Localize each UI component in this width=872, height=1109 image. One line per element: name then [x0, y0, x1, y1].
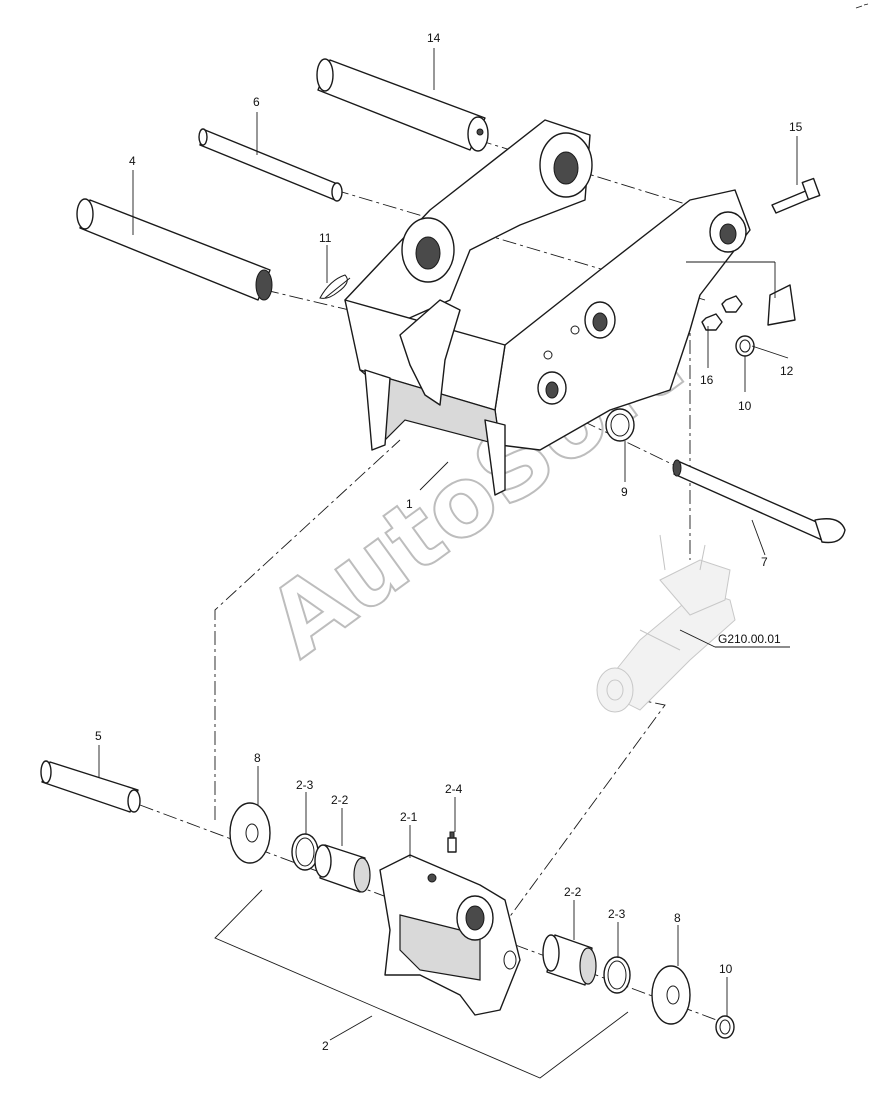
- callout-6: 6: [253, 95, 260, 109]
- callout-4: 4: [129, 154, 136, 168]
- clip-pin-11: [319, 274, 351, 299]
- callout-1: 1: [406, 497, 413, 511]
- hydraulic-cylinder-ghost: [596, 534, 736, 713]
- bolt-15: [771, 177, 821, 214]
- bushing-2-2-right: [542, 934, 597, 986]
- callout-2-2-left: 2-2: [331, 793, 349, 807]
- callout-11: 11: [319, 231, 332, 245]
- pin-7: [672, 459, 846, 544]
- ring-2-3-right: [603, 956, 631, 994]
- pin-4: [76, 198, 273, 301]
- pin-6: [198, 128, 343, 202]
- callout-10-bottom: 10: [719, 962, 733, 976]
- callout-2-3-left: 2-3: [296, 778, 314, 792]
- snap-ring-10-top: [735, 335, 755, 357]
- callout-8-right: 8: [674, 911, 681, 925]
- pin-14: [316, 58, 489, 152]
- quick-coupler-frame: [344, 119, 751, 496]
- washer-8-right: [651, 965, 691, 1025]
- leader-lines: [98, 48, 798, 1079]
- callout-2-3-right: 2-3: [608, 907, 626, 921]
- callout-2-4: 2-4: [445, 782, 463, 796]
- callout-2: 2: [322, 1039, 329, 1053]
- bushing-2-2-left: [314, 844, 371, 893]
- callout-2-2-right: 2-2: [564, 885, 582, 899]
- callout-reference: G210.00.01: [718, 632, 781, 646]
- grease-fitting-2-4: [447, 831, 457, 853]
- ring-9: [605, 408, 635, 442]
- callout-10-top: 10: [738, 399, 752, 413]
- snap-ring-10-bottom: [715, 1015, 735, 1039]
- callout-8-left: 8: [254, 751, 261, 765]
- callout-15: 15: [789, 120, 803, 134]
- callout-labels: 14 6 4 11 15 16 10 12 9 1 7 G210.00.01 5…: [95, 31, 803, 1053]
- callout-9: 9: [621, 485, 628, 499]
- corner-mark: [855, 3, 869, 9]
- nuts-16: [701, 295, 743, 331]
- callout-5: 5: [95, 729, 102, 743]
- link-body-2-1: [379, 854, 521, 1016]
- washer-8-left: [229, 802, 271, 864]
- callout-12: 12: [780, 364, 794, 378]
- ring-2-3-left: [291, 833, 319, 871]
- callout-14: 14: [427, 31, 441, 45]
- callout-2-1: 2-1: [400, 810, 418, 824]
- washer-plate-12: [767, 284, 796, 326]
- callout-16: 16: [700, 373, 714, 387]
- pin-5: [40, 760, 141, 813]
- callout-7: 7: [761, 555, 768, 569]
